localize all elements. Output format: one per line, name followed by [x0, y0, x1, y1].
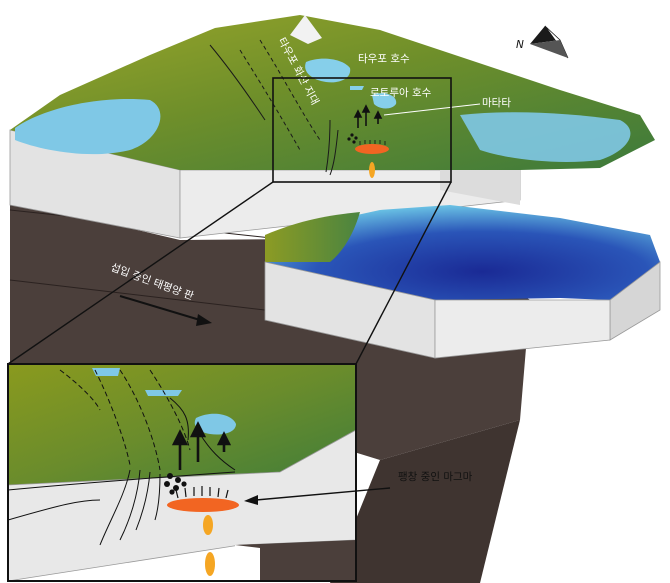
inset-magma-feeder-lower	[205, 552, 215, 576]
ocean-block	[264, 205, 661, 359]
eastern-bay	[460, 112, 631, 162]
inset-connector-left	[7, 181, 274, 365]
uplift-arrows-inset	[171, 421, 232, 470]
magma-main-arrows	[359, 140, 386, 145]
north-arrow-icon: N	[516, 25, 569, 59]
inflating-magma-label: 팽창 중인 마그마	[398, 471, 473, 483]
earthquake-cluster-main	[347, 133, 358, 144]
inset-small-lake	[145, 390, 182, 396]
matata-leader	[383, 103, 481, 116]
magma-main	[355, 144, 389, 154]
inset-magma-feeder-upper	[203, 515, 213, 535]
subduction-direction-arrow	[119, 295, 212, 326]
main-block	[9, 15, 655, 239]
inset-locator-box	[272, 77, 452, 183]
coastal-terrain	[265, 212, 360, 262]
earthquake-cluster-inset	[164, 473, 187, 495]
inset-lake-rotorua	[194, 413, 236, 435]
lake-taupo-label: 타우포 호수	[358, 53, 410, 65]
uplift-arrows-main	[353, 104, 383, 128]
inflating-magma-pointer	[244, 487, 391, 505]
lake-taupo	[305, 58, 351, 83]
matata-label: 마타타	[482, 97, 511, 109]
lake-rotorua	[372, 93, 397, 109]
mountain-peak	[290, 15, 322, 44]
inset-inflating-magma	[167, 498, 239, 512]
main-faults	[209, 39, 339, 176]
magma-inset-arrows	[175, 486, 229, 499]
inset-connector-right	[355, 181, 452, 365]
small-lake	[350, 86, 364, 90]
inset-view	[7, 363, 357, 582]
magma-feeder-main	[369, 162, 375, 178]
western-lake	[15, 99, 161, 155]
north-arrow-label: N	[516, 39, 524, 51]
lake-rotorua-label: 로토루아 호수	[370, 87, 432, 99]
